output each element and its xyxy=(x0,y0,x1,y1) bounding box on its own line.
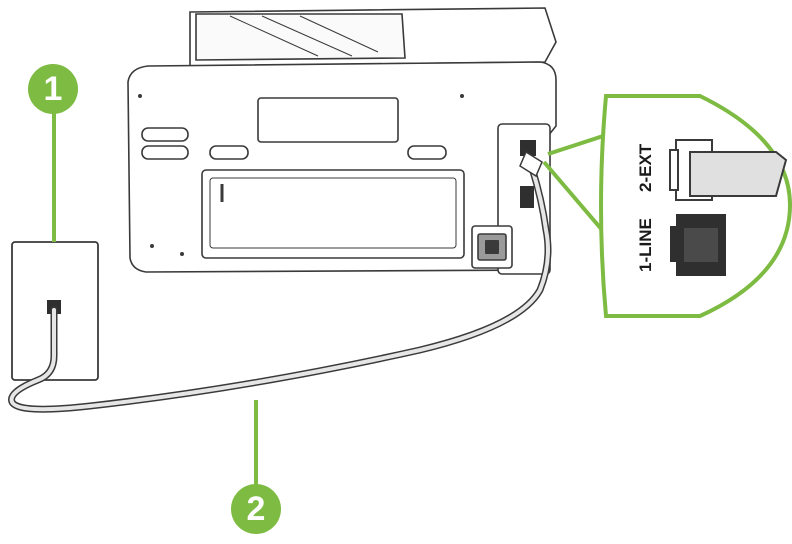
magnified-port-panel-icon xyxy=(599,94,792,318)
line-port-icon xyxy=(670,214,726,276)
callout-1-badge: 1 xyxy=(28,64,78,114)
callout-2-badge: 2 xyxy=(231,484,281,534)
ext-port-label: 2-EXT xyxy=(636,143,655,192)
ext-port-icon xyxy=(669,139,788,201)
phone-cord-icon xyxy=(8,150,552,413)
line-port-label: 1-LINE xyxy=(636,218,655,272)
printer-rear-icon xyxy=(127,7,557,275)
